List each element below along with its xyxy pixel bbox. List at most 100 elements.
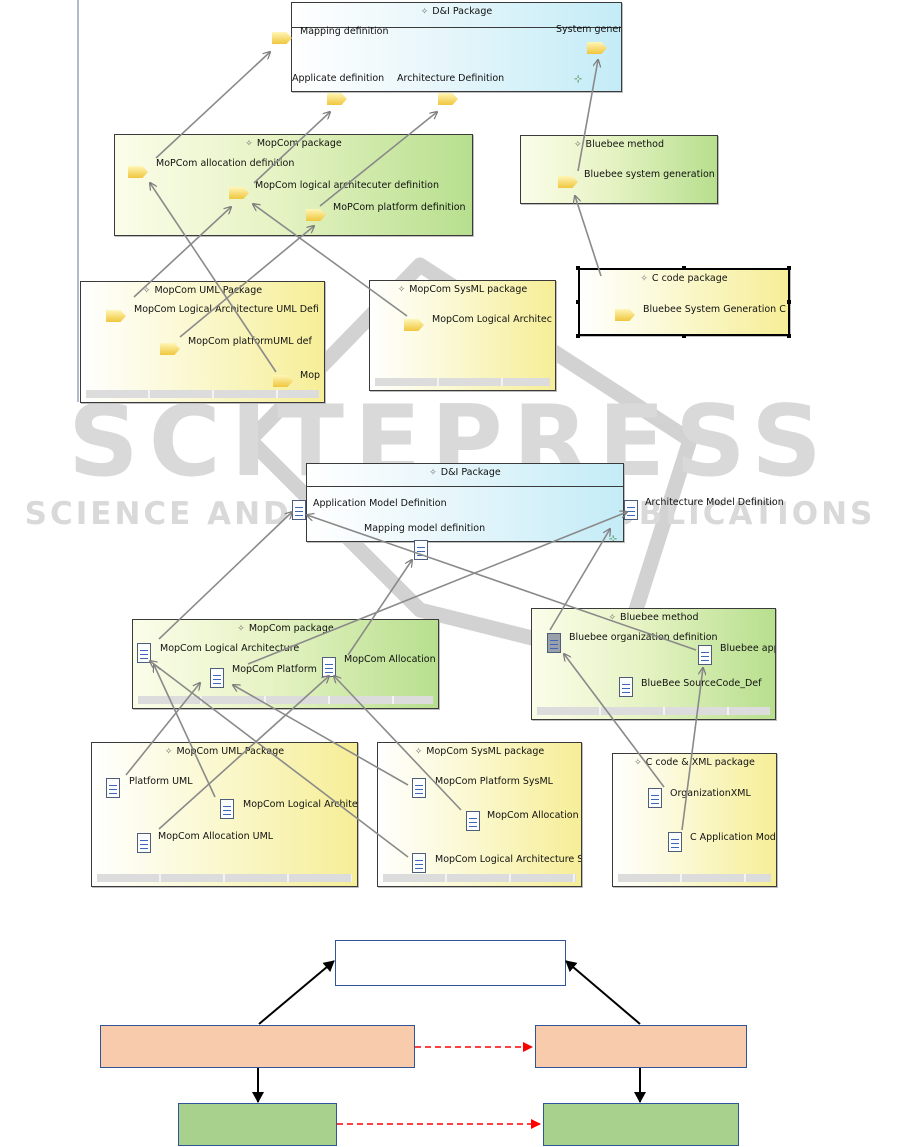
port-icon[interactable] <box>106 310 126 322</box>
horizontal-scrollbar[interactable] <box>375 378 550 386</box>
d1-uml-title: ✧MopCom UML Package <box>142 285 263 296</box>
d1-di-system: System generation <box>556 24 622 35</box>
selection-handle[interactable] <box>576 266 580 270</box>
port-icon[interactable] <box>128 166 148 178</box>
document-icon[interactable] <box>210 668 224 688</box>
d2-mopcom-package[interactable]: ✧MopCom package MopCom Logical Architect… <box>132 619 439 709</box>
horizontal-scrollbar[interactable] <box>383 874 576 882</box>
d2-di-package[interactable]: ✧D&I Package Application Model Definitio… <box>306 463 624 542</box>
selection-handle[interactable] <box>576 300 580 304</box>
horizontal-scrollbar[interactable] <box>97 874 352 882</box>
d1-ccode-title: ✧C code package <box>640 273 728 284</box>
package-star-icon: ✧ <box>397 285 406 295</box>
port-icon[interactable] <box>327 93 347 105</box>
d2-di-mapping: Mapping model definition <box>364 523 486 534</box>
port-icon[interactable] <box>272 32 292 44</box>
d2-mopcom-title: ✧MopCom package <box>237 623 334 634</box>
package-star-icon: ✧ <box>634 758 642 768</box>
port-icon[interactable] <box>273 375 293 387</box>
document-icon[interactable] <box>619 677 633 697</box>
hierarchy-icon: ⊹ <box>609 534 618 542</box>
selection-handle[interactable] <box>787 334 791 338</box>
d1-di-title: ✧D&I Package <box>420 6 493 17</box>
port-icon[interactable] <box>615 309 635 321</box>
schema-left-green-box <box>178 1103 337 1146</box>
d2-bluebee-app: Bluebee app <box>720 643 776 654</box>
d2-sysml-allocation: MopCom Allocation S <box>487 810 582 821</box>
port-icon[interactable] <box>558 176 578 188</box>
document-icon[interactable] <box>106 778 120 798</box>
document-icon[interactable] <box>292 500 306 520</box>
document-icon[interactable] <box>547 633 561 653</box>
d2-sysml-platform: MopCom Platform SysML <box>435 776 553 787</box>
d1-ccode-package[interactable]: ✧C code package Bluebee System Generatio… <box>578 268 790 336</box>
d2-cxml-package[interactable]: ✧C code & XML package OrganizationXML C … <box>612 753 777 887</box>
d1-di-mapping: Mapping definition <box>300 26 389 37</box>
selection-handle[interactable] <box>682 266 686 270</box>
d1-mopcom-platform: MoPCom platform definition <box>333 202 466 213</box>
divider <box>292 27 621 28</box>
d2-mopcom-logical: MopCom Logical Architecture <box>160 643 300 654</box>
document-icon[interactable] <box>698 645 712 665</box>
d2-uml-title: ✧MopCom UML Package <box>164 746 285 757</box>
package-star-icon: ✧ <box>608 613 617 623</box>
d2-di-title: ✧D&I Package <box>429 467 501 478</box>
d2-di-app: Application Model Definition <box>313 498 447 509</box>
d2-cxml-app: C Application Mod <box>690 832 776 843</box>
package-star-icon: ✧ <box>237 624 245 634</box>
port-icon[interactable] <box>438 93 458 105</box>
d1-sysml-logical: MopCom Logical Architec <box>432 314 552 325</box>
selection-handle[interactable] <box>682 334 686 338</box>
port-icon[interactable] <box>404 319 424 331</box>
package-star-icon: ✧ <box>142 286 151 296</box>
document-icon[interactable] <box>412 778 426 798</box>
d1-uml-mop: Mop <box>300 370 321 381</box>
d1-mopcom-logical: MopCom logical architecuter definition <box>255 180 440 191</box>
package-star-icon: ✧ <box>420 7 429 17</box>
document-icon[interactable] <box>466 811 480 831</box>
document-icon[interactable] <box>137 643 151 663</box>
horizontal-scrollbar[interactable] <box>618 874 771 882</box>
schema-right-green-box <box>543 1103 739 1146</box>
d1-uml-logical: MopCom Logical Architecture UML Defi <box>134 304 319 315</box>
document-icon[interactable] <box>414 540 428 560</box>
d2-bluebee-org: Bluebee organization definition <box>569 632 718 643</box>
document-icon[interactable] <box>648 788 662 808</box>
d1-di-package[interactable]: ✧D&I Package Mapping definition System g… <box>291 2 622 92</box>
selection-handle[interactable] <box>787 266 791 270</box>
document-icon[interactable] <box>624 500 638 520</box>
d1-mopcom-title: ✧MopCom package <box>245 138 342 149</box>
port-icon[interactable] <box>587 42 607 54</box>
d2-sysml-title: ✧MopCom SysML package <box>414 746 545 757</box>
d1-mopcom-package[interactable]: ✧MopCom package MoPCom allocation defini… <box>114 134 473 236</box>
horizontal-scrollbar[interactable] <box>86 390 319 398</box>
d2-di-arch: Architecture Model Definition <box>645 497 784 508</box>
d1-ccode-item: Bluebee System Generation C <box>643 304 786 315</box>
divider <box>307 486 623 487</box>
d1-uml-platform: MopCom platformUML def <box>188 336 312 347</box>
d1-bluebee-system: Bluebee system generation <box>584 169 715 180</box>
document-icon[interactable] <box>137 833 151 853</box>
selection-handle[interactable] <box>576 334 580 338</box>
package-star-icon: ✧ <box>429 468 437 478</box>
d1-bluebee-title: ✧Bluebee method <box>574 139 664 150</box>
d1-sysml-package[interactable]: ✧MopCom SysML package MopCom Logical Arc… <box>369 280 556 391</box>
d1-bluebee-package[interactable]: ✧Bluebee method Bluebee system generatio… <box>520 135 718 204</box>
document-icon[interactable] <box>322 657 336 677</box>
horizontal-scrollbar[interactable] <box>138 696 433 704</box>
package-star-icon: ✧ <box>414 747 423 757</box>
document-icon[interactable] <box>668 832 682 852</box>
document-icon[interactable] <box>412 853 426 873</box>
horizontal-scrollbar[interactable] <box>537 707 770 715</box>
selection-handle[interactable] <box>787 300 791 304</box>
d2-sysml-logical: MopCom Logical Architecture Sy <box>435 854 582 865</box>
d2-mopcom-platform: MopCom Platform <box>232 664 317 675</box>
d1-di-architecture: Architecture Definition <box>397 73 505 84</box>
schema-top-box <box>335 940 566 986</box>
d2-cxml-org: OrganizationXML <box>670 788 751 799</box>
d2-bluebee-source: BlueBee SourceCode_Def <box>641 678 762 689</box>
document-icon[interactable] <box>220 799 234 819</box>
d2-bluebee-package[interactable]: ✧Bluebee method Bluebee organization def… <box>531 608 776 720</box>
d2-mopcom-allocation: MopCom Allocation <box>344 654 436 665</box>
d1-di-applicate: Applicate definition <box>292 73 385 84</box>
